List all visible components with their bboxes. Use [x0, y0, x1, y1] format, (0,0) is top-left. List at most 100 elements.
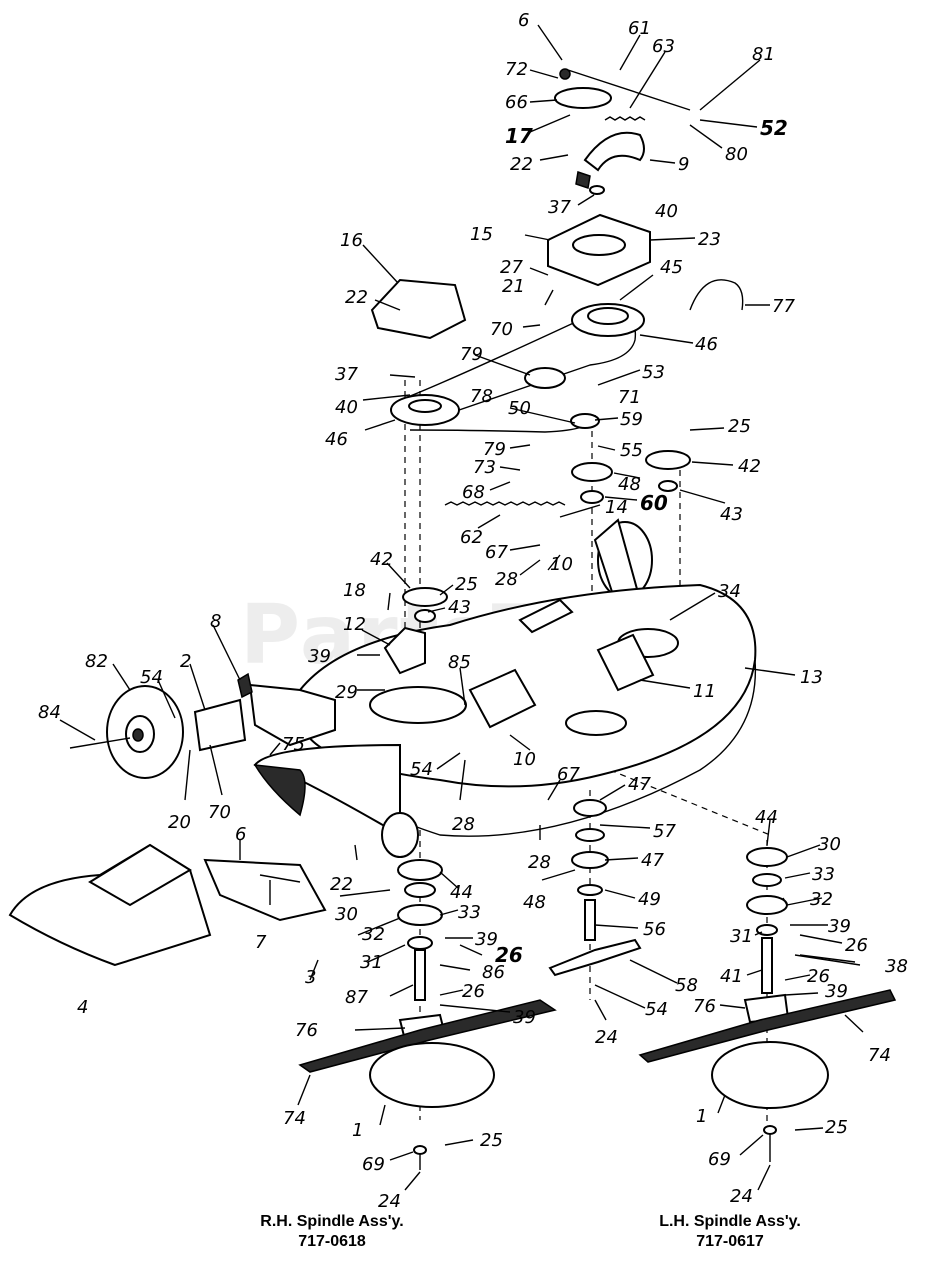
callout-8: 8 — [210, 611, 221, 632]
rh-spindle-stack — [298, 859, 557, 1170]
callout-85: 85 — [448, 652, 471, 673]
callout-40: 40 — [655, 201, 678, 222]
callout-13: 13 — [800, 667, 823, 688]
callout-1: 1 — [352, 1120, 363, 1141]
callout-27: 27 — [500, 257, 523, 278]
callout-42: 42 — [370, 549, 393, 570]
callout-32: 32 — [810, 889, 833, 910]
callout-20: 20 — [168, 812, 191, 833]
callout-48: 48 — [618, 474, 641, 495]
callout-43: 43 — [720, 504, 743, 525]
callout-46: 46 — [325, 429, 348, 450]
callout-26: 26 — [495, 943, 523, 967]
callout-38: 38 — [885, 956, 908, 977]
callout-30: 30 — [818, 834, 841, 855]
callout-9: 9 — [678, 154, 689, 175]
callout-80: 80 — [725, 144, 748, 165]
callout-11: 11 — [693, 681, 716, 702]
callout-86: 86 — [482, 962, 505, 983]
callout-43: 43 — [448, 597, 471, 618]
callout-2: 2 — [180, 651, 191, 672]
callout-49: 49 — [638, 889, 661, 910]
callout-1: 1 — [696, 1106, 707, 1127]
callout-58: 58 — [675, 975, 698, 996]
callout-77: 77 — [772, 296, 795, 317]
callout-4: 4 — [77, 997, 88, 1018]
callout-22: 22 — [345, 287, 368, 308]
callout-25: 25 — [825, 1117, 848, 1138]
callout-17: 17 — [505, 124, 533, 148]
lh-spindle-part-number: 717-0617 — [696, 1233, 764, 1250]
callout-61: 61 — [628, 18, 651, 39]
callout-31: 31 — [730, 926, 753, 947]
callout-71: 71 — [618, 387, 641, 408]
callout-28: 28 — [495, 569, 518, 590]
callout-23: 23 — [698, 229, 721, 250]
rh-spindle-caption: R.H. Spindle Ass'y. 717-0618 — [232, 1212, 432, 1252]
callout-6: 6 — [235, 824, 246, 845]
callout-15: 15 — [470, 224, 493, 245]
callout-79: 79 — [483, 439, 506, 460]
callout-24: 24 — [730, 1186, 753, 1207]
callout-leader-lines — [59, 24, 864, 1191]
mower-deck-housing — [296, 583, 757, 837]
belt-and-pulleys — [390, 303, 691, 506]
callout-75: 75 — [282, 734, 305, 755]
callout-39: 39 — [308, 646, 331, 667]
callout-28: 28 — [452, 814, 475, 835]
callout-28: 28 — [528, 852, 551, 873]
callout-63: 63 — [652, 36, 675, 57]
front-wheel-assembly — [69, 672, 336, 779]
callout-25: 25 — [728, 416, 751, 437]
callout-70: 70 — [208, 802, 231, 823]
callout-54: 54 — [140, 667, 163, 688]
callout-10: 10 — [513, 749, 536, 770]
callout-6: 6 — [518, 10, 529, 31]
callout-7: 7 — [255, 932, 267, 953]
callout-69: 69 — [708, 1149, 731, 1170]
callout-60: 60 — [640, 491, 668, 515]
callout-30: 30 — [335, 904, 358, 925]
callout-22: 22 — [330, 874, 353, 895]
callout-87: 87 — [345, 987, 368, 1008]
callout-3: 3 — [305, 967, 316, 988]
callout-42: 42 — [738, 456, 761, 477]
callout-37: 37 — [548, 197, 571, 218]
callout-39: 39 — [828, 916, 851, 937]
callout-53: 53 — [642, 362, 665, 383]
idler-bracket-assembly — [370, 68, 744, 340]
callout-26: 26 — [845, 935, 868, 956]
callout-72: 72 — [505, 59, 528, 80]
callout-32: 32 — [362, 924, 385, 945]
callout-57: 57 — [653, 821, 676, 842]
callout-45: 45 — [660, 257, 683, 278]
rh-spindle-title: R.H. Spindle Ass'y. — [260, 1213, 404, 1230]
callout-67: 67 — [485, 542, 508, 563]
callout-74: 74 — [283, 1108, 306, 1129]
callout-69: 69 — [362, 1154, 385, 1175]
center-spindle-stack — [548, 799, 642, 977]
callout-24: 24 — [595, 1027, 618, 1048]
callout-16: 16 — [340, 230, 363, 251]
callout-37: 37 — [335, 364, 358, 385]
callout-44: 44 — [755, 807, 778, 828]
callout-25: 25 — [455, 574, 478, 595]
callout-79: 79 — [460, 344, 483, 365]
callout-33: 33 — [458, 902, 481, 923]
callout-33: 33 — [812, 864, 835, 885]
callout-50: 50 — [508, 398, 531, 419]
callout-18: 18 — [343, 580, 366, 601]
callout-47: 47 — [641, 850, 664, 871]
callout-56: 56 — [643, 919, 666, 940]
callout-39: 39 — [513, 1007, 536, 1028]
callout-54: 54 — [645, 999, 668, 1020]
callout-31: 31 — [360, 952, 383, 973]
rh-spindle-part-number: 717-0618 — [298, 1233, 366, 1250]
callout-59: 59 — [620, 409, 643, 430]
callout-62: 62 — [460, 527, 483, 548]
callout-46: 46 — [695, 334, 718, 355]
callout-54: 54 — [410, 759, 433, 780]
callout-14: 14 — [605, 497, 628, 518]
callout-66: 66 — [505, 92, 528, 113]
